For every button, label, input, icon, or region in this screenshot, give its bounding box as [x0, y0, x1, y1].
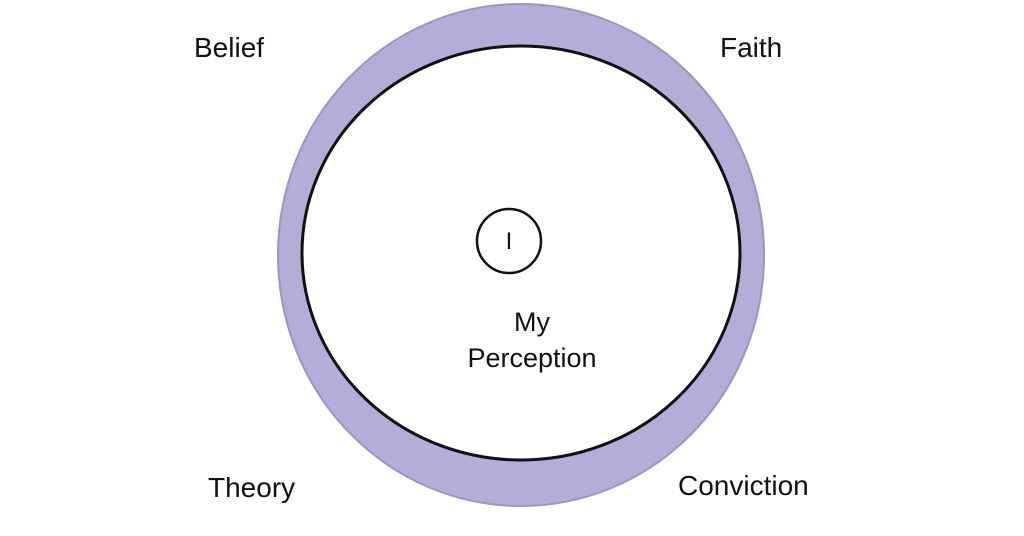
- label-faith: Faith: [720, 32, 783, 63]
- self-circle: [475, 207, 543, 275]
- self-symbol: I: [506, 228, 513, 255]
- label-belief: Belief: [194, 32, 265, 63]
- center-label-line2: Perception: [467, 343, 596, 373]
- center-label-line1: My: [514, 307, 550, 337]
- label-theory: Theory: [208, 472, 296, 503]
- label-conviction: Conviction: [678, 470, 809, 501]
